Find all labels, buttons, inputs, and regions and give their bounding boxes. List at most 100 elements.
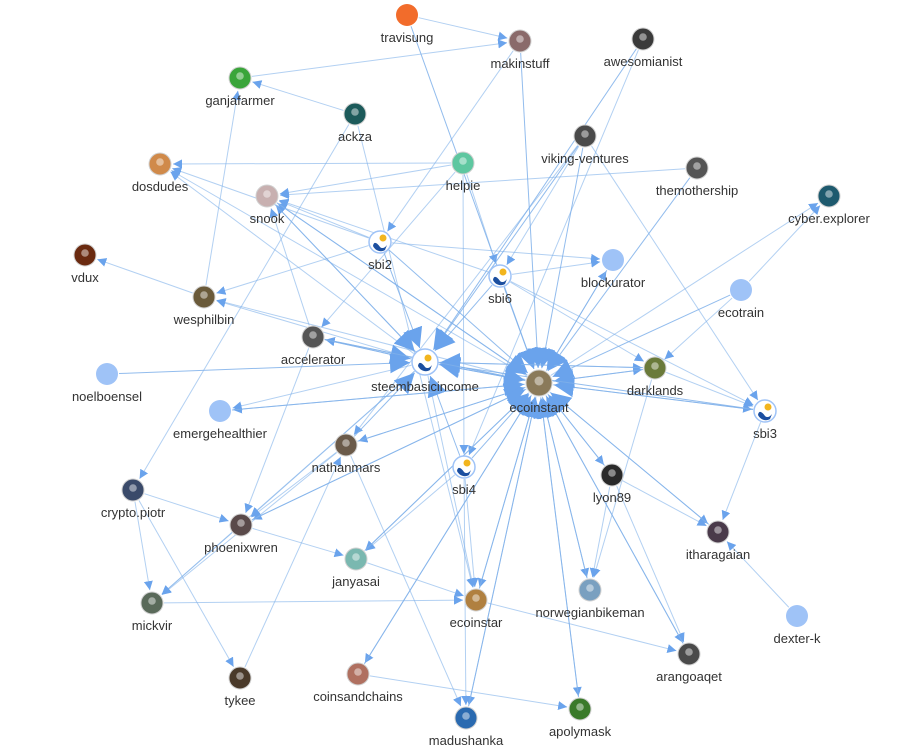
avatar-photo-icon <box>677 642 701 666</box>
node-emergehealthier[interactable]: emergehealthier <box>173 400 268 441</box>
edge-wesphilbin-to-ganjafarmer <box>205 90 241 286</box>
node-label: steembasicincome <box>371 379 479 394</box>
node-sbi2[interactable]: sbi2 <box>368 230 392 272</box>
avatar-photo-icon <box>600 463 624 487</box>
edge-nathanmars-to-steembasicincome <box>353 372 416 437</box>
blue-dot-icon <box>786 605 808 627</box>
node-label: norwegianbikeman <box>535 605 644 620</box>
edge-viking-ventures-to-nathanmars <box>353 145 579 436</box>
node-makinstuff[interactable]: makinstuff <box>490 29 550 71</box>
node-layer: travisung makinstuff awesomianist ganjafarm… <box>71 4 870 748</box>
node-label: sbi2 <box>368 257 392 272</box>
node-label: arangoaqet <box>656 669 722 684</box>
node-tykee[interactable]: tykee <box>224 666 256 708</box>
edge-wesphilbin-to-vdux <box>97 258 193 294</box>
node-lyon89[interactable]: lyon89 <box>593 463 631 505</box>
node-label: themothership <box>656 183 738 198</box>
edge-accelerator-to-phoenixwren <box>244 348 310 514</box>
node-label: sbi3 <box>753 426 777 441</box>
edge-darklands-to-sbi3 <box>665 371 754 408</box>
edge-sbi4-to-madushanka <box>461 478 471 706</box>
node-themothership[interactable]: themothership <box>656 156 738 198</box>
blue-dot-icon <box>96 363 118 385</box>
node-darklands[interactable]: darklands <box>627 356 684 398</box>
edge-sbi2-to-wesphilbin <box>216 245 369 295</box>
node-label: madushanka <box>429 733 504 748</box>
sbi-hand-icon <box>452 455 476 479</box>
avatar-photo-icon <box>192 285 216 309</box>
edge-sbi2-to-blockurator <box>391 242 601 263</box>
node-label: crypto.piotr <box>101 505 166 520</box>
edge-nathanmars-to-phoenixwren <box>251 451 337 518</box>
node-label: coinsandchains <box>313 689 403 704</box>
node-nathanmars[interactable]: nathanmars <box>312 433 381 475</box>
sbi-hand-icon <box>411 348 439 376</box>
node-ecoinstant[interactable]: ecoinstant <box>509 369 569 415</box>
node-wesphilbin[interactable]: wesphilbin <box>173 285 235 327</box>
node-label: travisung <box>381 30 434 45</box>
node-dexter-k[interactable]: dexter-k <box>774 605 821 646</box>
node-sbi4[interactable]: sbi4 <box>452 455 476 497</box>
node-helpie[interactable]: helpie <box>446 151 481 193</box>
node-label: makinstuff <box>490 56 549 71</box>
avatar-logo-icon <box>451 151 475 175</box>
avatar-photo-icon <box>706 520 730 544</box>
node-dosdudes[interactable]: dosdudes <box>132 152 189 194</box>
edge-coinsandchains-to-apolymask <box>369 675 568 711</box>
node-sbi6[interactable]: sbi6 <box>488 264 512 306</box>
avatar-photo-icon <box>228 666 252 690</box>
avatar-photo-icon <box>685 156 709 180</box>
node-crypto-piotr[interactable]: crypto.piotr <box>101 478 166 520</box>
blue-dot-icon <box>730 279 752 301</box>
node-apolymask[interactable]: apolymask <box>549 697 612 739</box>
avatar-photo-icon <box>817 184 841 208</box>
node-noelboensel[interactable]: noelboensel <box>72 363 142 404</box>
avatar-leaf-icon <box>228 66 252 90</box>
node-label: vdux <box>71 270 99 285</box>
edge-sbi4-to-janyasai <box>365 474 456 551</box>
node-norwegianbikeman[interactable]: norwegianbikeman <box>535 578 645 620</box>
edge-awesomianist-to-sbi4 <box>468 49 639 456</box>
edge-sbi6-to-steembasicincome <box>434 284 493 352</box>
node-label: tykee <box>224 693 255 708</box>
avatar-photo-icon <box>148 152 172 176</box>
edge-themothership-to-ecoinstant <box>547 177 691 372</box>
node-viking-ventures[interactable]: viking-ventures <box>541 124 629 166</box>
node-blockurator[interactable]: blockurator <box>581 249 646 290</box>
edge-ecoinstant-to-dosdudes <box>171 170 528 377</box>
node-cyber-explorer[interactable]: cyber.explorer <box>788 184 870 226</box>
node-ackza[interactable]: ackza <box>338 102 373 144</box>
edge-ecoinstant-to-cyber-explorer <box>550 202 819 376</box>
node-travisung[interactable]: travisung <box>381 4 434 45</box>
node-janyasai[interactable]: janyasai <box>331 547 380 589</box>
node-awesomianist[interactable]: awesomianist <box>604 27 683 69</box>
node-vdux[interactable]: vdux <box>71 243 99 285</box>
node-snook[interactable]: snook <box>250 184 285 226</box>
node-ecotrain[interactable]: ecotrain <box>718 279 764 320</box>
edge-sbi3-to-steembasicincome <box>439 357 754 410</box>
node-mickvir[interactable]: mickvir <box>132 591 173 633</box>
edge-ecotrain-to-cyber-explorer <box>748 205 821 282</box>
node-label: wesphilbin <box>173 312 235 327</box>
blue-dot-icon <box>602 249 624 271</box>
node-ganjafarmer[interactable]: ganjafarmer <box>205 66 275 108</box>
node-coinsandchains[interactable]: coinsandchains <box>313 662 403 704</box>
node-phoenixwren[interactable]: phoenixwren <box>204 513 278 555</box>
avatar-photo-icon <box>578 578 602 602</box>
node-label: ganjafarmer <box>205 93 275 108</box>
node-sbi3[interactable]: sbi3 <box>753 399 777 441</box>
node-label: phoenixwren <box>204 540 278 555</box>
edge-itharagaian-to-ecoinstant <box>550 392 710 525</box>
node-accelerator[interactable]: accelerator <box>281 325 346 367</box>
avatar-photo-icon <box>344 547 368 571</box>
node-label: viking-ventures <box>541 151 629 166</box>
orange-dot-icon <box>396 4 418 26</box>
node-steembasicincome[interactable]: steembasicincome <box>371 348 479 394</box>
node-ecoinstar[interactable]: ecoinstar <box>450 588 503 630</box>
node-madushanka[interactable]: madushanka <box>429 706 504 748</box>
node-label: snook <box>250 211 285 226</box>
node-itharagaian[interactable]: itharagaian <box>686 520 750 562</box>
edge-steembasicincome-to-emergehealthier <box>232 364 412 411</box>
node-arangoaqet[interactable]: arangoaqet <box>656 642 722 684</box>
edge-snook-to-ecoinstant <box>276 202 527 375</box>
